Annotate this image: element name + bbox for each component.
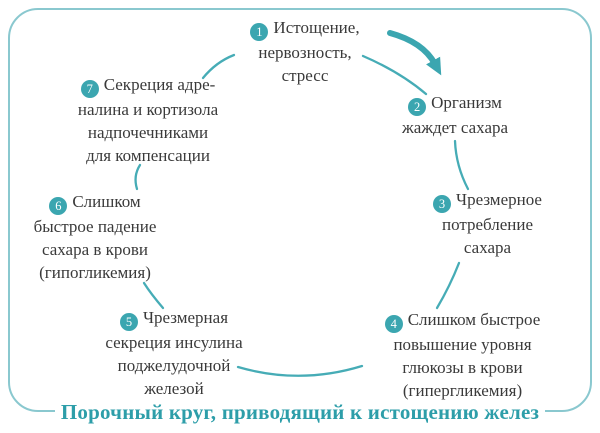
step-line: налина и кортизола: [77, 99, 219, 119]
step-line: для компенсации: [86, 145, 210, 165]
step-line: поджелудочной: [117, 355, 231, 375]
step-line: сахара в крови: [41, 239, 149, 259]
step-3-number-badge: 3: [433, 194, 452, 213]
step-text: Слишком: [72, 192, 141, 211]
step-line: нервозность,: [258, 42, 352, 62]
step-line: секреция инсулина: [105, 332, 243, 352]
step-line: стресс: [281, 65, 329, 85]
figure-caption-text: Порочный круг, приводящий к истощению же…: [54, 400, 546, 424]
step-text: Чрезмерное: [456, 190, 542, 209]
step-text: Чрезмерная: [142, 308, 229, 327]
step-1-number-badge: 1: [250, 22, 269, 41]
step-text: Слишком быстрое: [407, 310, 541, 329]
step-line: сахара: [463, 237, 512, 257]
step-2-number-badge: 2: [408, 97, 427, 116]
step-line: повышение уровня: [393, 334, 532, 354]
step-line: жаждет сахара: [401, 117, 509, 137]
step-line: (гипогликемия): [39, 262, 151, 282]
step-7-number-badge: 7: [80, 79, 99, 98]
step-text: Организм: [431, 93, 502, 112]
step-line: железой: [144, 378, 204, 398]
step-5-number-badge: 5: [119, 312, 138, 331]
step-6-number-badge: 6: [49, 196, 68, 215]
step-text: Секреция адре-: [103, 75, 216, 94]
step-line: надпочечниками: [87, 122, 209, 142]
step-line: потребление: [441, 214, 534, 234]
step-line: глюкозы в крови: [402, 357, 523, 377]
step-4-number-badge: 4: [384, 314, 403, 333]
figure-caption: Порочный круг, приводящий к истощению же…: [0, 399, 600, 425]
step-line: быстрое падение: [33, 216, 157, 236]
step-text: Истощение,: [273, 18, 360, 37]
step-line: (гипергликемия): [402, 380, 523, 400]
